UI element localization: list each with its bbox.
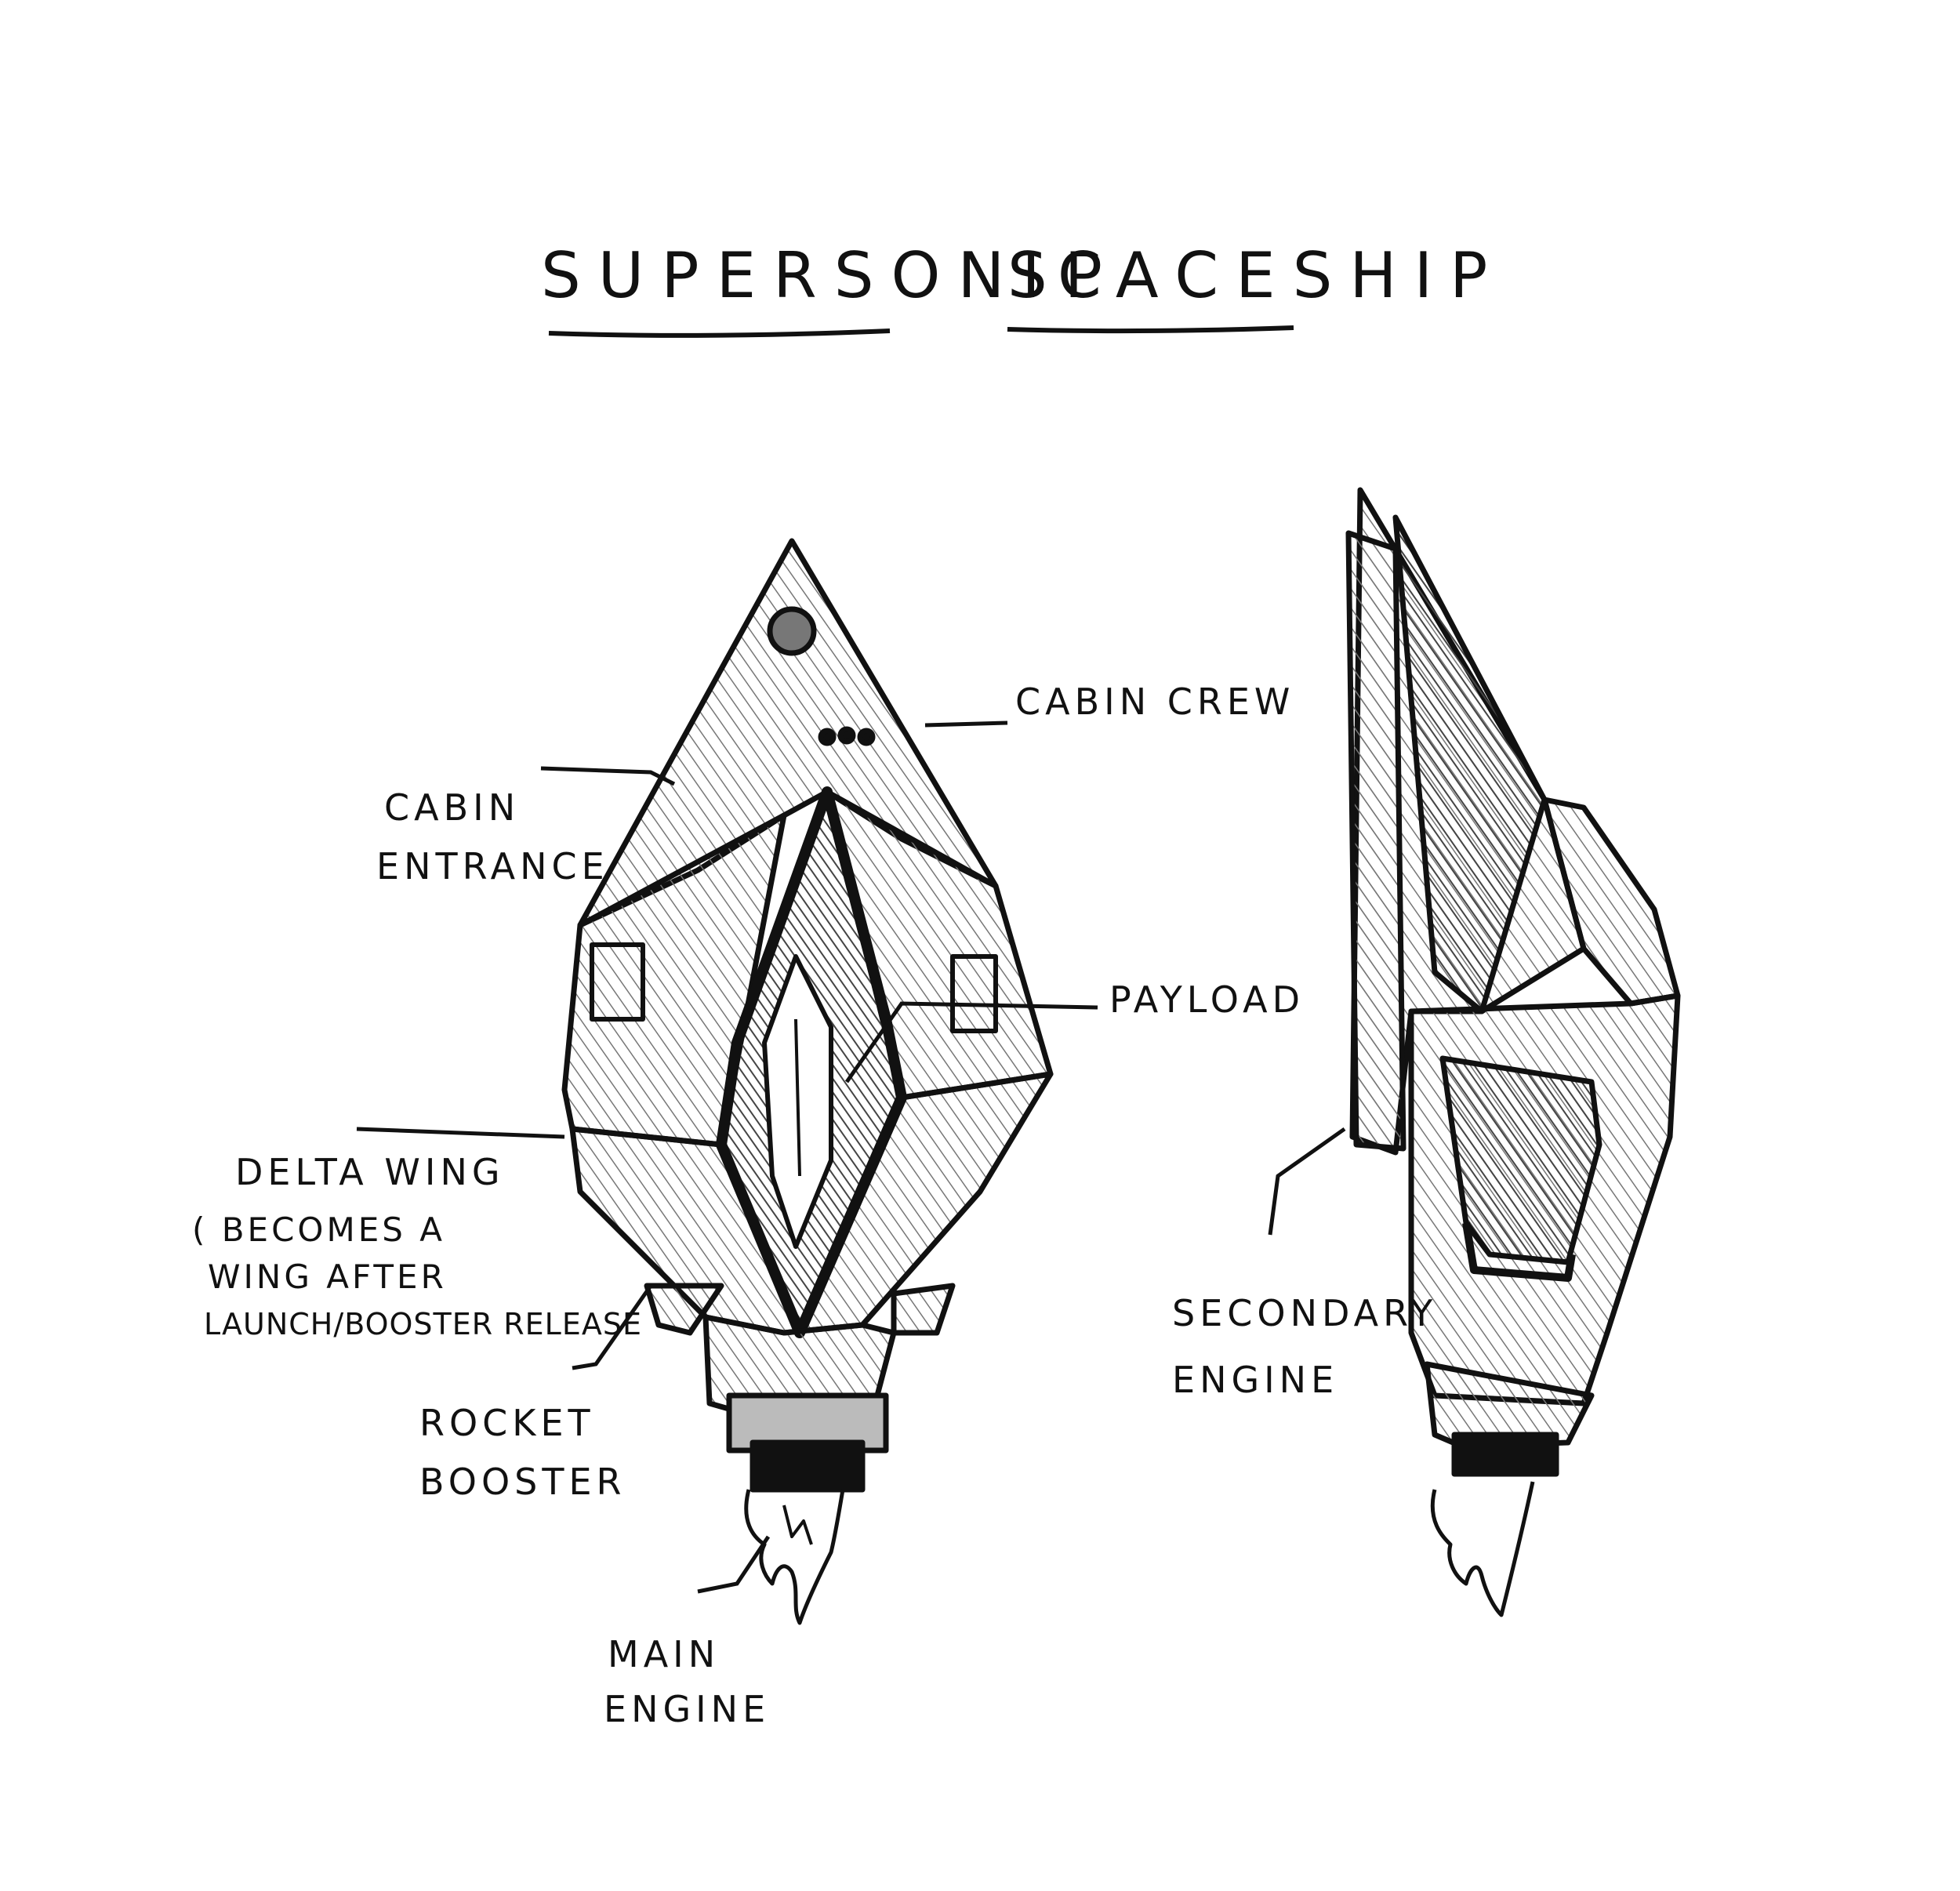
label-payload: PAYLOAD [1109, 978, 1305, 1021]
leader-delta-wing [356, 1127, 565, 1139]
label-rocket-booster-line1: ROCKET [419, 1402, 595, 1444]
label-secondary-engine-line1: SECONDARY [1172, 1292, 1438, 1334]
label-delta-note-line2: WING AFTER [208, 1258, 447, 1296]
label-delta-wing: DELTA WING [235, 1151, 505, 1193]
label-main-engine-line1: MAIN [608, 1633, 720, 1675]
label-delta-note-line1: ( BECOMES A [192, 1210, 445, 1249]
leader-rocket-booster [572, 1284, 653, 1370]
leader-payload [844, 1001, 1098, 1083]
label-cabin-crew: CABIN CREW [1015, 681, 1295, 723]
label-cabin-entrance-line1: CABIN [384, 786, 521, 829]
label-rocket-booster-line2: BOOSTER [419, 1461, 626, 1503]
ship-front-view [561, 538, 1054, 1625]
leader-secondary-engine [1268, 1127, 1346, 1236]
leader-cabin-crew [924, 720, 1008, 728]
leader-cabin-entrance [540, 766, 676, 786]
title-word-supersonic: SUPERSONIC [541, 239, 1119, 312]
title-word-spaceship: SPACESHIP [1007, 239, 1505, 312]
label-cabin-entrance-line2: ENTRANCE [376, 845, 609, 887]
leader-main-engine [697, 1535, 771, 1594]
title-underline-2 [1007, 325, 1294, 334]
title-underline-1 [548, 328, 891, 338]
label-delta-note-line3: LAUNCH/BOOSTER RELEASE [204, 1307, 642, 1341]
ship-side-view [1345, 487, 1681, 1617]
leader-lines [356, 720, 1346, 1594]
label-main-engine-line2: ENGINE [604, 1688, 771, 1730]
label-secondary-engine-line2: ENGINE [1172, 1359, 1339, 1401]
